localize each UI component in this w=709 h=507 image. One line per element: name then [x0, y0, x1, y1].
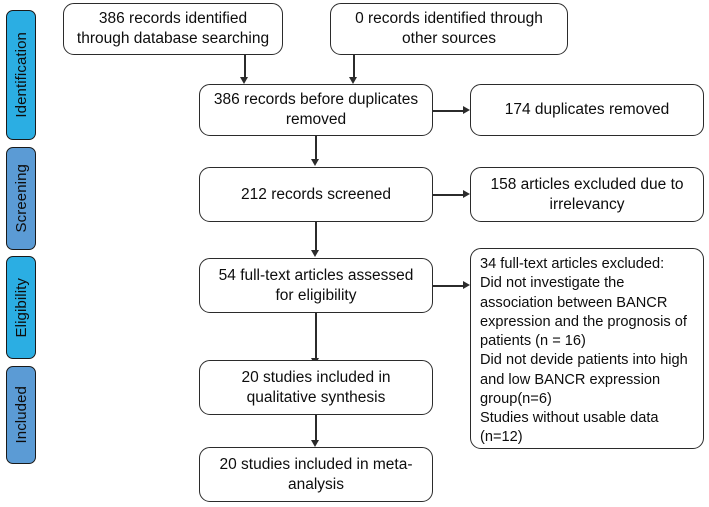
stage-label-screening-text: Screening: [12, 164, 30, 233]
node-meta-analysis: 20 studies included in meta-analysis: [199, 447, 433, 502]
node-records-screened: 212 records screened: [199, 167, 433, 222]
arrowhead-duplicates-to-screened: [311, 159, 319, 166]
node-fulltext-assessed-text: 54 full-text articles assessed for eligi…: [218, 266, 414, 304]
node-before-duplicates-text: 386 records before duplicates removed: [213, 91, 419, 128]
connector-screened-to-fulltext: [315, 222, 317, 252]
node-fulltext-excluded-detail-text: 34 full-text articles excluded: Did not …: [480, 256, 688, 446]
arrowhead-fulltext-excluded: [463, 280, 470, 289]
connector-duplicates-removed: [433, 110, 464, 112]
connector-fulltext-to-qualitative: [315, 313, 317, 360]
stage-label-included: Included: [6, 366, 36, 464]
stage-label-identification: Identification: [6, 10, 36, 140]
arrowhead-database-to-duplicates: [240, 77, 248, 84]
connector-qualitative-to-meta: [315, 415, 317, 442]
stage-label-included-text: Included: [12, 386, 30, 444]
stage-label-screening: Screening: [6, 147, 36, 250]
connector-other-to-duplicates: [353, 55, 355, 79]
node-articles-excluded-irrelevancy-text: 158 articles excluded due to irrelevancy: [490, 175, 684, 213]
stage-label-eligibility: Eligibility: [6, 256, 36, 359]
connector-database-to-duplicates: [244, 55, 246, 79]
node-duplicates-removed: 174 duplicates removed: [470, 84, 704, 136]
arrowhead-excluded-irrelevancy: [463, 189, 470, 198]
node-qualitative-synthesis: 20 studies included in qualitative synth…: [199, 360, 433, 415]
node-database-searching: 386 records identified through database …: [63, 3, 283, 55]
node-meta-analysis-text: 20 studies included in meta-analysis: [219, 455, 413, 493]
node-qualitative-synthesis-text: 20 studies included in qualitative synth…: [241, 368, 391, 406]
stage-label-eligibility-text: Eligibility: [12, 277, 30, 338]
node-duplicates-removed-text: 174 duplicates removed: [504, 101, 670, 119]
arrowhead-duplicates-removed: [463, 105, 470, 114]
node-articles-excluded-irrelevancy: 158 articles excluded due to irrelevancy: [470, 167, 704, 222]
node-records-screened-text: 212 records screened: [241, 185, 391, 203]
node-other-sources-text: 0 records identified through other sourc…: [355, 10, 543, 47]
stage-label-identification-text: Identification: [12, 32, 30, 118]
node-other-sources: 0 records identified through other sourc…: [330, 3, 568, 55]
node-before-duplicates: 386 records before duplicates removed: [199, 84, 433, 136]
node-database-searching-text: 386 records identified through database …: [76, 10, 270, 47]
arrowhead-screened-to-fulltext: [311, 250, 319, 257]
connector-fulltext-excluded: [433, 285, 464, 287]
node-fulltext-assessed: 54 full-text articles assessed for eligi…: [199, 258, 433, 313]
arrowhead-qualitative-to-meta: [311, 440, 319, 447]
node-fulltext-excluded-detail: 34 full-text articles excluded: Did not …: [470, 248, 704, 449]
arrowhead-other-to-duplicates: [349, 77, 357, 84]
connector-duplicates-to-screened: [315, 136, 317, 161]
connector-excluded-irrelevancy: [433, 194, 464, 196]
